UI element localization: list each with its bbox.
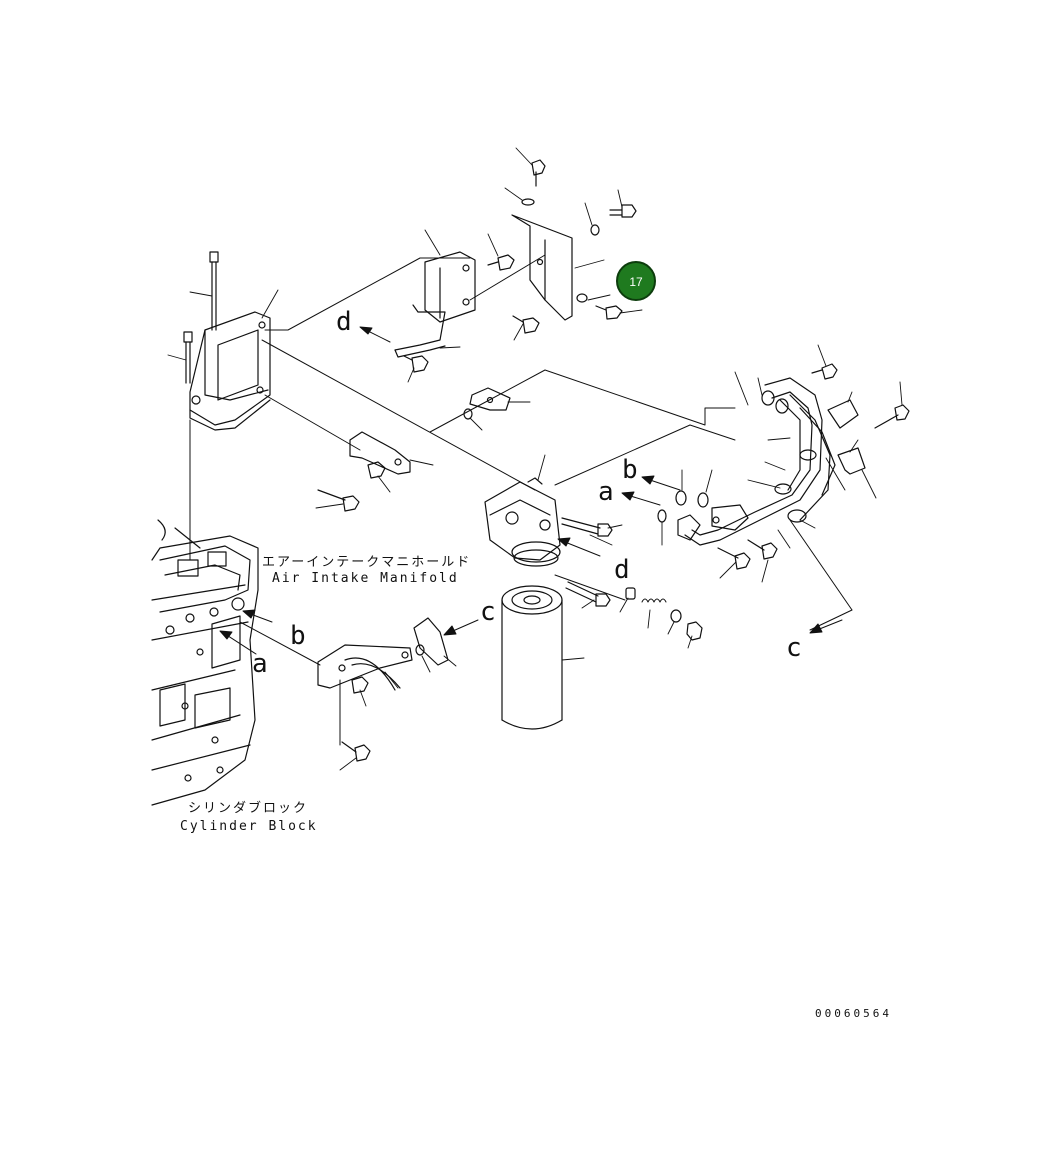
mounting-bracket-left[interactable] — [189, 311, 271, 431]
bracket-middle[interactable] — [349, 431, 411, 475]
air-intake-label-jp: エアーインテークマニホールド — [262, 555, 471, 570]
view-letter-c-pipe: c — [786, 633, 802, 663]
view-arrows — [219, 326, 843, 655]
lower-bracket[interactable] — [317, 644, 413, 691]
callout-number: 17 — [629, 275, 643, 289]
leader-lines-drain — [619, 597, 693, 649]
drawing-number: 00060564 — [815, 1007, 892, 1020]
long-bolt-1[interactable] — [209, 251, 219, 331]
leader-lines-lower — [339, 655, 457, 771]
engine-block — [151, 519, 259, 806]
leader-lines-orings — [661, 469, 713, 546]
leader-lines-filter — [537, 454, 623, 609]
middle-fasteners[interactable] — [317, 408, 473, 512]
lower-fasteners[interactable] — [341, 676, 371, 762]
leader-lines-pipes — [719, 344, 903, 583]
text-labels: エアーインテークマニホールド Air Intake Manifold シリンダブ… — [180, 555, 892, 1020]
view-letter-a-block: a — [252, 649, 268, 679]
view-letter-b-filter: b — [622, 455, 638, 485]
view-letters: d a b c d a b c — [252, 307, 802, 679]
leader-lines-left — [167, 289, 279, 361]
view-letter-d-top: d — [336, 307, 352, 337]
filter-head[interactable] — [484, 477, 561, 567]
filter-head-bolts[interactable] — [561, 517, 613, 607]
cylinder-block-label-en: Cylinder Block — [180, 819, 318, 834]
pipe-clamps[interactable] — [717, 363, 910, 570]
callout-17[interactable]: 17 — [616, 261, 656, 301]
drain-valve-parts[interactable] — [625, 587, 703, 641]
leader-lines-middle — [315, 401, 531, 509]
small-plate[interactable] — [469, 387, 511, 411]
view-letter-a-filter: a — [598, 477, 614, 507]
view-letter-d-filter: d — [614, 555, 630, 585]
view-letter-b-block: b — [290, 621, 306, 651]
view-letter-c-filter: c — [480, 597, 496, 627]
upper-l-bracket[interactable] — [511, 214, 573, 321]
fuel-pipes[interactable] — [677, 377, 836, 546]
leader-line-cartridge — [561, 657, 585, 661]
leader-lines-top — [407, 147, 643, 383]
clip-bracket[interactable] — [394, 304, 446, 358]
air-intake-label-en: Air Intake Manifold — [272, 571, 459, 586]
upper-bracket[interactable] — [424, 251, 476, 323]
long-bolt-2[interactable] — [183, 331, 193, 384]
cylinder-block-label-jp: シリンダブロック — [188, 800, 308, 816]
lower-shield[interactable] — [413, 617, 449, 666]
fuel-filter-cartridge[interactable] — [501, 585, 563, 730]
